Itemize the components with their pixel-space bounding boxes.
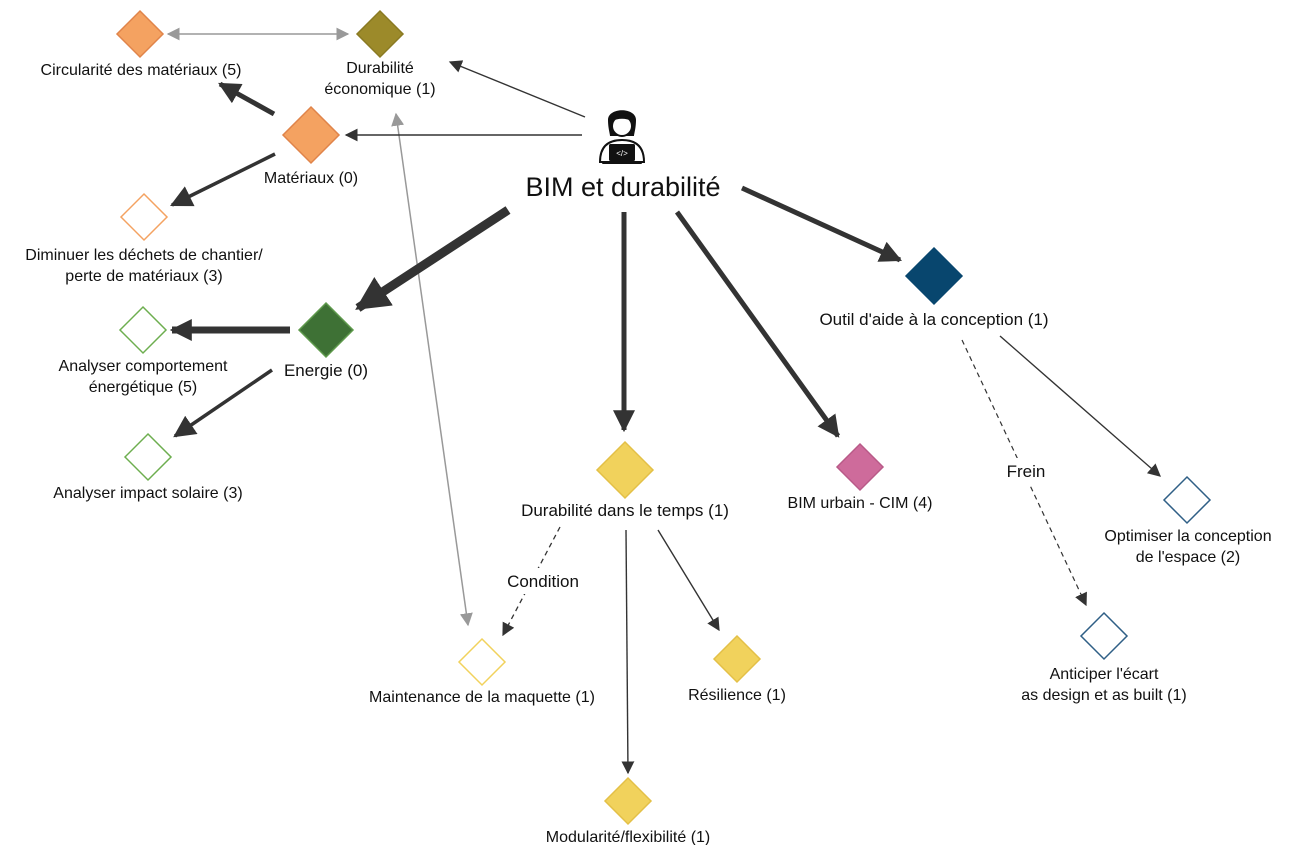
node-solaire[interactable]: Analyser impact solaire (3): [53, 432, 243, 502]
node-label: Energie (0): [284, 361, 368, 380]
node-label: Durabilité dans le temps (1): [521, 501, 729, 520]
edge-materiaux-circularite: [218, 81, 276, 117]
edge-outil-optimiser: [999, 335, 1161, 477]
node-label: Résilience (1): [688, 687, 786, 704]
node-diamond: [712, 634, 762, 684]
node-label: Outil d'aide à la conception (1): [819, 310, 1048, 329]
node-diamond: [119, 192, 169, 242]
edge-root-cim: [674, 210, 841, 438]
node-outil[interactable]: Outil d'aide à la conception (1): [819, 246, 1049, 329]
svg-text:</>: </>: [616, 149, 628, 158]
edge-labels: Condition Frein: [497, 458, 1053, 594]
edge-root-outil: [740, 185, 903, 263]
node-temps[interactable]: Durabilité dans le temps (1): [521, 440, 729, 520]
node-label: Matériaux (0): [264, 170, 358, 187]
node-label: Modularité/flexibilité (1): [546, 829, 711, 845]
node-diamond: [595, 440, 655, 500]
node-diamond: [297, 301, 355, 359]
node-materiaux[interactable]: Matériaux (0): [264, 105, 358, 187]
node-label: Diminuer les déchets de chantier/perte d…: [25, 247, 263, 285]
node-cim[interactable]: BIM urbain - CIM (4): [788, 442, 933, 512]
root-label: BIM et durabilité: [525, 172, 720, 202]
node-label: BIM urbain - CIM (4): [788, 495, 933, 512]
edge-energie-solaire: [173, 368, 273, 438]
node-diamond: [904, 246, 964, 306]
node-diamond: [603, 776, 653, 826]
edge-temps-maintenance: [502, 526, 561, 637]
edge-label-condition: Condition: [507, 572, 579, 591]
node-diamond: [1079, 611, 1129, 661]
node-label: Analyser impact solaire (3): [53, 485, 242, 502]
edge-label-frein: Frein: [1007, 462, 1046, 481]
edge-root-energie: [355, 206, 511, 312]
root-node[interactable]: </> BIM et durabilité: [525, 110, 721, 202]
edge-root-durabilite-eco: [448, 60, 586, 118]
edge-temps-modularite: [621, 529, 635, 775]
node-diamond: [281, 105, 341, 165]
node-energie[interactable]: Energie (0): [284, 301, 368, 380]
node-diamond: [1162, 475, 1212, 525]
node-diamond: [118, 305, 168, 355]
node-modularite[interactable]: Modularité/flexibilité (1): [546, 776, 711, 845]
node-maintenance[interactable]: Maintenance de la maquette (1): [369, 637, 595, 706]
node-circularite[interactable]: Circularité des matériaux (5): [41, 9, 242, 79]
edge-temps-resilience: [657, 529, 720, 632]
node-label: Maintenance de la maquette (1): [369, 689, 595, 706]
node-resilience[interactable]: Résilience (1): [688, 634, 786, 704]
edge-materiaux-dechets: [170, 152, 276, 207]
edge-maintenance-durabilite: [391, 112, 473, 627]
edges: [166, 27, 1161, 775]
node-diamond: [115, 9, 165, 59]
node-label: Circularité des matériaux (5): [41, 62, 242, 79]
node-diamond: [835, 442, 885, 492]
node-diamond: [457, 637, 507, 687]
node-dechets[interactable]: Diminuer les déchets de chantier/perte d…: [25, 192, 263, 285]
developer-laptop-icon: </>: [598, 110, 646, 164]
node-diamond: [355, 9, 405, 59]
node-diamond: [123, 432, 173, 482]
